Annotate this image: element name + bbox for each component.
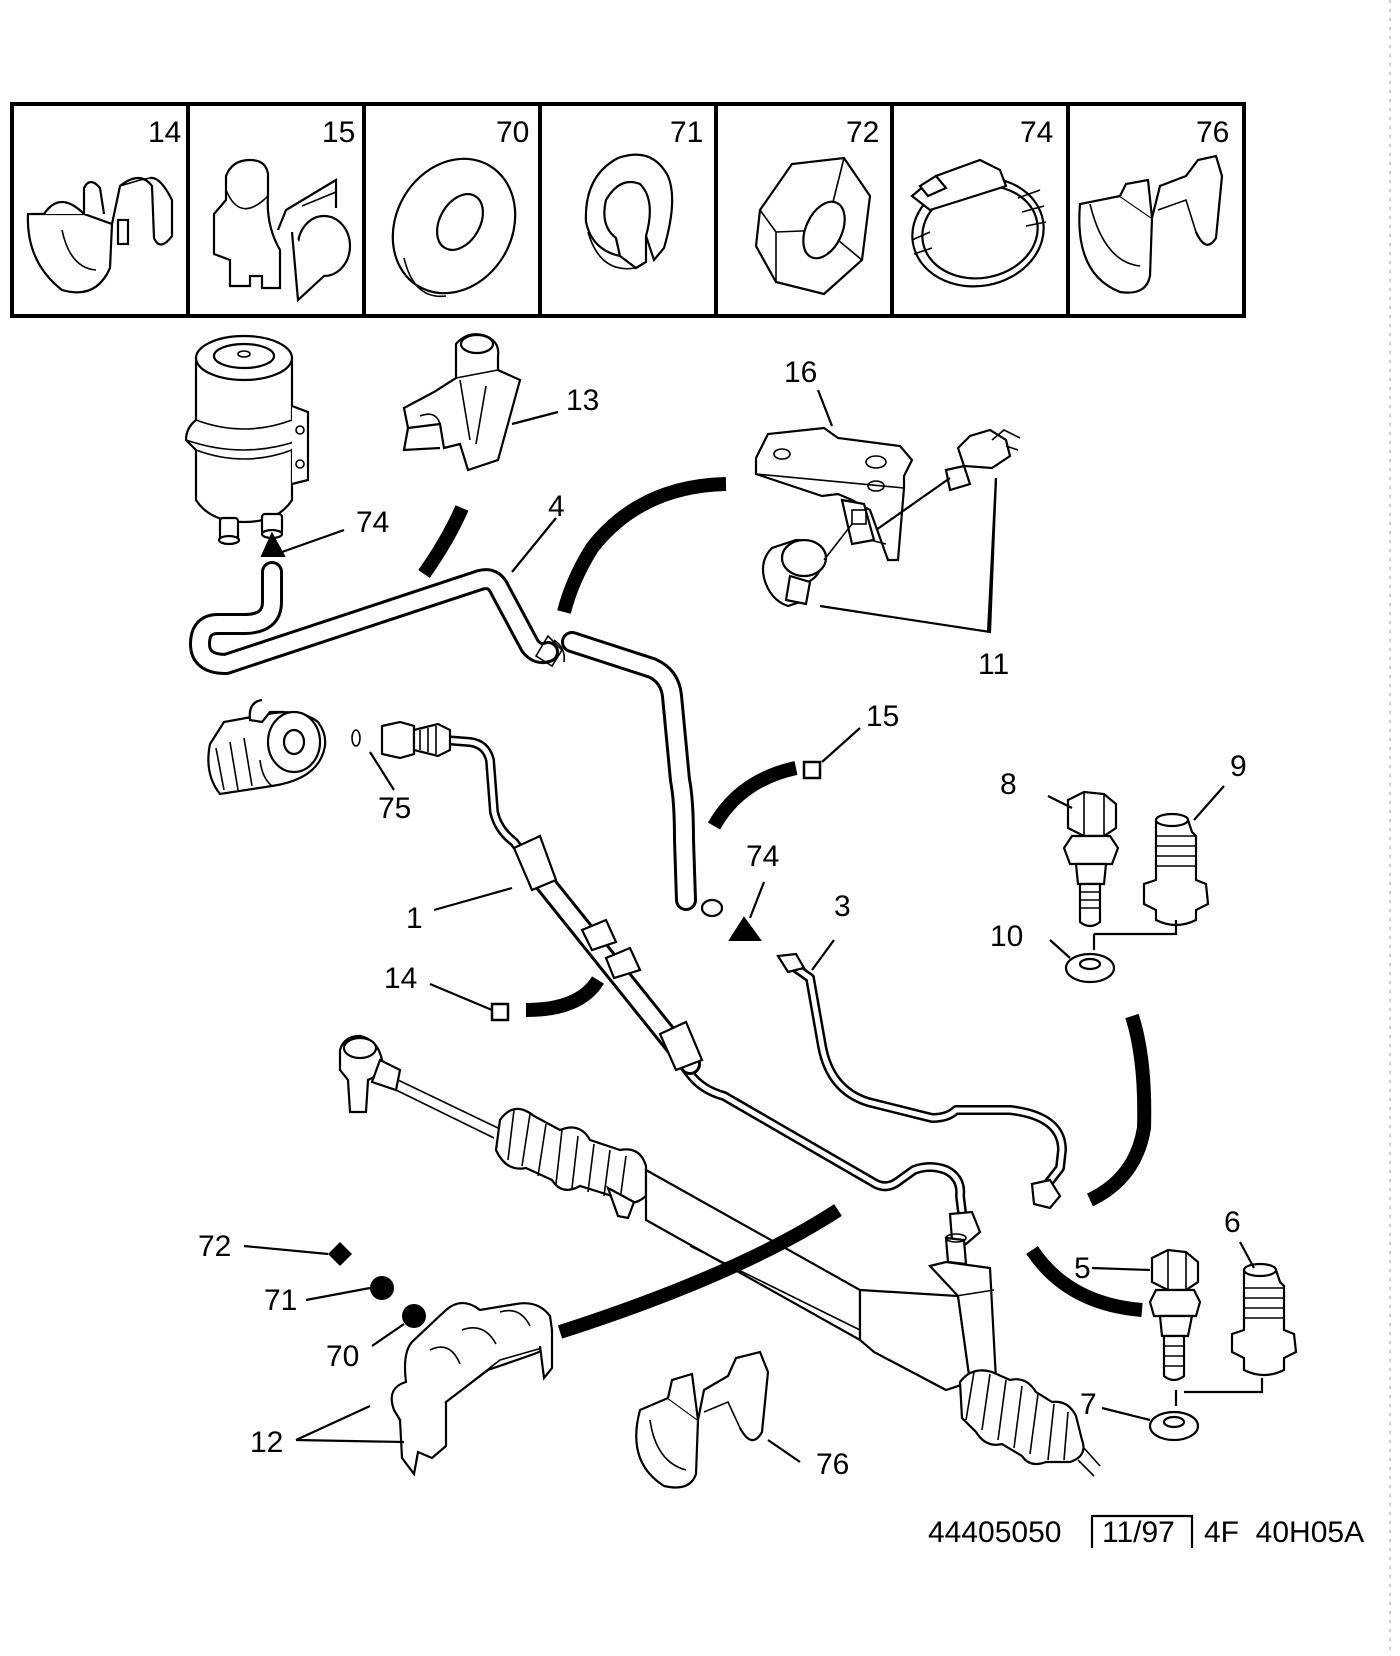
legend-cell-71: 71 xyxy=(584,116,703,270)
washer-10 xyxy=(1064,952,1116,984)
diamond-symbol xyxy=(328,1242,352,1266)
callout-11: 11 xyxy=(978,648,1009,681)
callout-14: 14 xyxy=(384,962,417,995)
callout-74: 74 xyxy=(746,840,779,873)
callout-5: 5 xyxy=(1074,1252,1091,1285)
double-clip-icon xyxy=(1078,154,1224,294)
leader-lines xyxy=(243,389,1255,1463)
washer-7 xyxy=(1148,1410,1200,1442)
callout-75: 75 xyxy=(378,792,411,825)
leader-10-9 xyxy=(1092,920,1178,950)
circle-symbol xyxy=(370,1276,394,1300)
legend-number: 15 xyxy=(322,116,355,149)
triangle-symbol xyxy=(260,531,286,557)
legend-number: 71 xyxy=(670,116,703,149)
hex-nut-icon xyxy=(754,156,872,296)
legend-number: 70 xyxy=(496,116,529,149)
circle-symbol xyxy=(402,1304,426,1328)
rack-boot-left xyxy=(494,1107,648,1205)
legend-number: 76 xyxy=(1196,116,1229,149)
indicator-arrows xyxy=(418,477,1152,1339)
leader-7-6 xyxy=(1174,1378,1264,1406)
return-pipe-3 xyxy=(776,952,1067,1210)
legend-cell-72: 72 xyxy=(754,116,879,296)
pressure-union-75 xyxy=(351,720,452,760)
twin-clamp-12 xyxy=(390,1301,554,1477)
fluid-reservoir xyxy=(184,334,310,546)
double-clip-76 xyxy=(635,1350,770,1489)
callout-symbols xyxy=(260,531,822,1328)
legend-number: 14 xyxy=(148,116,181,149)
callout-16: 16 xyxy=(784,356,817,389)
callout-3: 3 xyxy=(834,890,851,923)
mounting-bracket-16 xyxy=(754,426,914,562)
callout-4: 4 xyxy=(548,490,565,523)
pressure-hose-1 xyxy=(439,735,982,1246)
callout-13: 13 xyxy=(566,384,599,417)
drawing-reference-footer: 44405050 11/97 4F 40H05A xyxy=(928,1514,1364,1549)
flat-washer-icon xyxy=(391,157,517,298)
legend-cell-70: 70 xyxy=(391,116,529,298)
hose-clamp-11 xyxy=(761,523,853,608)
drawing-code: 4F 40H05A xyxy=(1204,1516,1364,1549)
callout-9: 9 xyxy=(1230,750,1247,783)
callout-1: 1 xyxy=(406,902,423,935)
power-steering-pump xyxy=(207,698,327,796)
legend-cell-74: 74 xyxy=(910,116,1053,288)
legend-number: 74 xyxy=(1020,116,1053,149)
callout-7: 7 xyxy=(1080,1388,1097,1421)
pipe-clip-13 xyxy=(402,333,522,472)
drawing-number: 44405050 xyxy=(928,1516,1061,1549)
spring-washer-icon xyxy=(584,153,674,270)
return-hose-3 xyxy=(561,631,724,918)
callout-15: 15 xyxy=(866,700,899,733)
hose-clip-icon xyxy=(26,176,174,294)
callout-8: 8 xyxy=(1000,768,1017,801)
triangle-symbol xyxy=(728,916,762,941)
union-bolt-8 xyxy=(1062,790,1120,928)
callout-76: 76 xyxy=(816,1448,849,1481)
parts-legend-strip: 14 15 70 xyxy=(10,102,1246,318)
callout-numbers: 74 4 13 16 11 75 15 74 3 1 14 8 9 10 5 6… xyxy=(198,356,1247,1481)
square-symbol xyxy=(490,1002,510,1022)
callout-70: 70 xyxy=(326,1340,359,1373)
hose-joint-end xyxy=(553,639,566,663)
legend-cell-15: 15 xyxy=(212,116,355,303)
rack-boot-right xyxy=(958,1369,1085,1466)
callout-10: 10 xyxy=(990,920,1023,953)
union-adapter-6 xyxy=(1230,1262,1298,1377)
callout-6: 6 xyxy=(1224,1206,1241,1239)
legend-number: 72 xyxy=(846,116,879,149)
callout-74: 74 xyxy=(356,506,389,539)
hose-clamp-icon xyxy=(910,158,1047,288)
legend-cell-76: 76 xyxy=(1078,116,1229,294)
callout-12: 12 xyxy=(250,1426,283,1459)
callout-71: 71 xyxy=(264,1284,297,1317)
pipe-clip-icon xyxy=(212,158,352,303)
bolt-11-assembly xyxy=(875,428,1021,531)
square-symbol xyxy=(802,760,822,780)
revision-date: 11/97 xyxy=(1102,1516,1175,1549)
callout-72: 72 xyxy=(198,1230,231,1263)
union-adapter-9 xyxy=(1142,812,1210,927)
union-bolt-5 xyxy=(1148,1248,1202,1382)
legend-cell-14: 14 xyxy=(26,116,181,294)
return-hose-4 xyxy=(189,561,559,675)
